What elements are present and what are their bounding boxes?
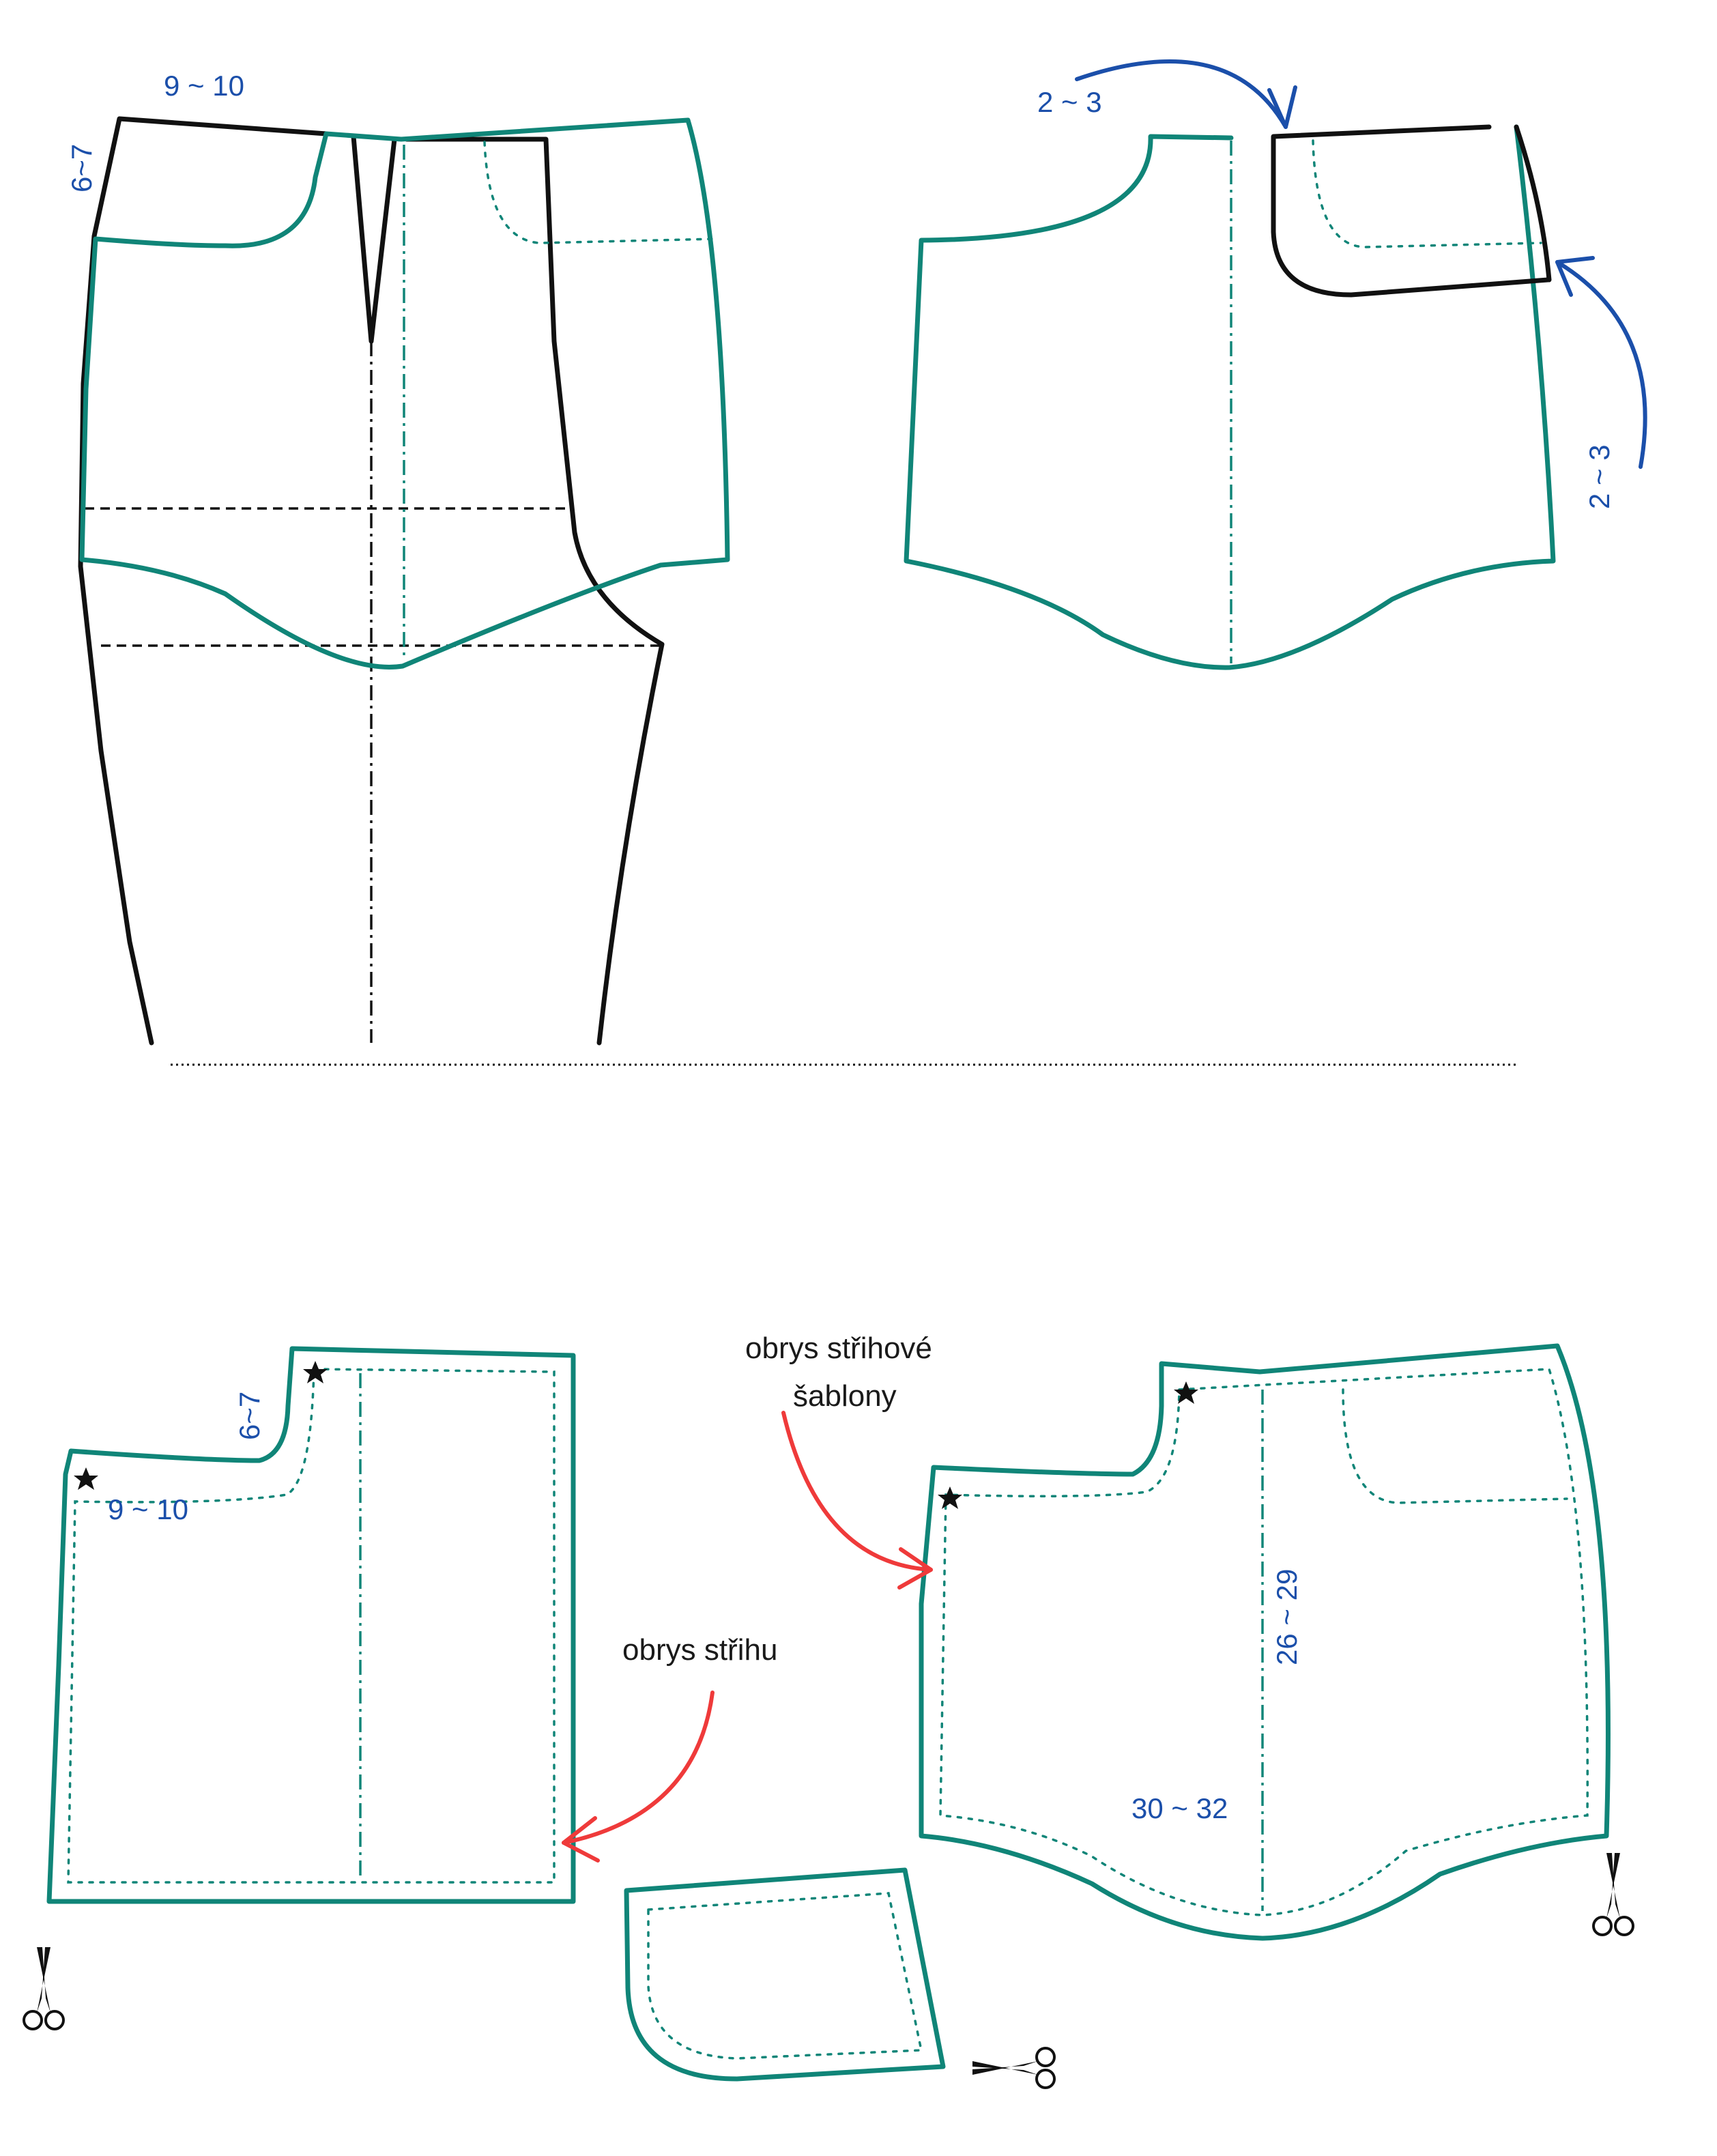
scissors-icon xyxy=(971,2047,1056,2089)
arrow-head-right xyxy=(1555,256,1595,297)
rise-height-label-top: 6~7 xyxy=(66,144,98,192)
red-arrow-head-pattern xyxy=(897,1547,933,1590)
pattern-outline-callout-line1: obrys střihové xyxy=(745,1332,932,1365)
panel-width-label: 30 ~ 32 xyxy=(1131,1792,1228,1824)
red-arrow-cut-outline xyxy=(562,1691,715,1845)
pocket-offset-arrows xyxy=(1075,59,1647,469)
seam-outline-pocket xyxy=(647,1892,923,2060)
cut-outline-callout: obrys střihu xyxy=(622,1633,777,1667)
cut-outline-pocket xyxy=(624,1867,946,2082)
arrow-head-top xyxy=(1267,85,1297,129)
scissors-icon xyxy=(23,1946,65,2030)
pattern-outline-callout-line2: šablony xyxy=(793,1379,897,1413)
pocket-facing-outline xyxy=(1271,124,1552,298)
star-icon xyxy=(303,1361,328,1383)
pocket-line-top-left xyxy=(483,141,717,244)
shorts-outline-top-left xyxy=(79,117,730,670)
pocket-offset-label-a: 2 ~ 3 xyxy=(1037,86,1102,118)
pocket-line-bottom-right xyxy=(1342,1388,1568,1504)
base-trouser-pattern xyxy=(78,116,665,1046)
star-icon xyxy=(1174,1381,1198,1404)
seam-outline-bottom-left xyxy=(67,1368,556,1884)
waist-width-label-bottom: 9 ~ 10 xyxy=(108,1493,188,1525)
pocket-line-top-right xyxy=(1312,139,1542,248)
trouser-outline-left xyxy=(78,116,329,1046)
shorts-outline-top-right xyxy=(904,124,1556,670)
red-arrow-pattern-outline xyxy=(781,1411,933,1572)
waist-width-label-top: 9 ~ 10 xyxy=(164,70,244,102)
arrow-curved-right xyxy=(1555,260,1647,469)
trouser-dart xyxy=(351,134,397,344)
star-icon xyxy=(938,1486,962,1509)
seam-outline-bottom-right xyxy=(939,1368,1589,1916)
red-arrow-head-cut xyxy=(562,1816,600,1863)
arrow-curved-top xyxy=(1075,59,1288,129)
trouser-waist-right xyxy=(404,136,665,1046)
top-left-yoke-overlay xyxy=(79,117,730,670)
bottom-right-pattern-piece xyxy=(919,1343,1634,1941)
top-right-shorts-front xyxy=(904,124,1556,670)
cut-outline-bottom-right xyxy=(919,1343,1611,1941)
pocket-offset-label-b: 2 ~ 3 xyxy=(1583,444,1615,509)
scissors-icon xyxy=(1592,1852,1634,1936)
cut-outline-bottom-left xyxy=(46,1346,576,1904)
rise-height-label-bottom: 6~7 xyxy=(233,1392,265,1440)
star-icon xyxy=(74,1467,98,1490)
bottom-left-pattern-piece xyxy=(23,1346,576,2030)
panel-length-label: 26 ~ 29 xyxy=(1271,1569,1303,1665)
pocket-facing-piece xyxy=(624,1867,1056,2089)
